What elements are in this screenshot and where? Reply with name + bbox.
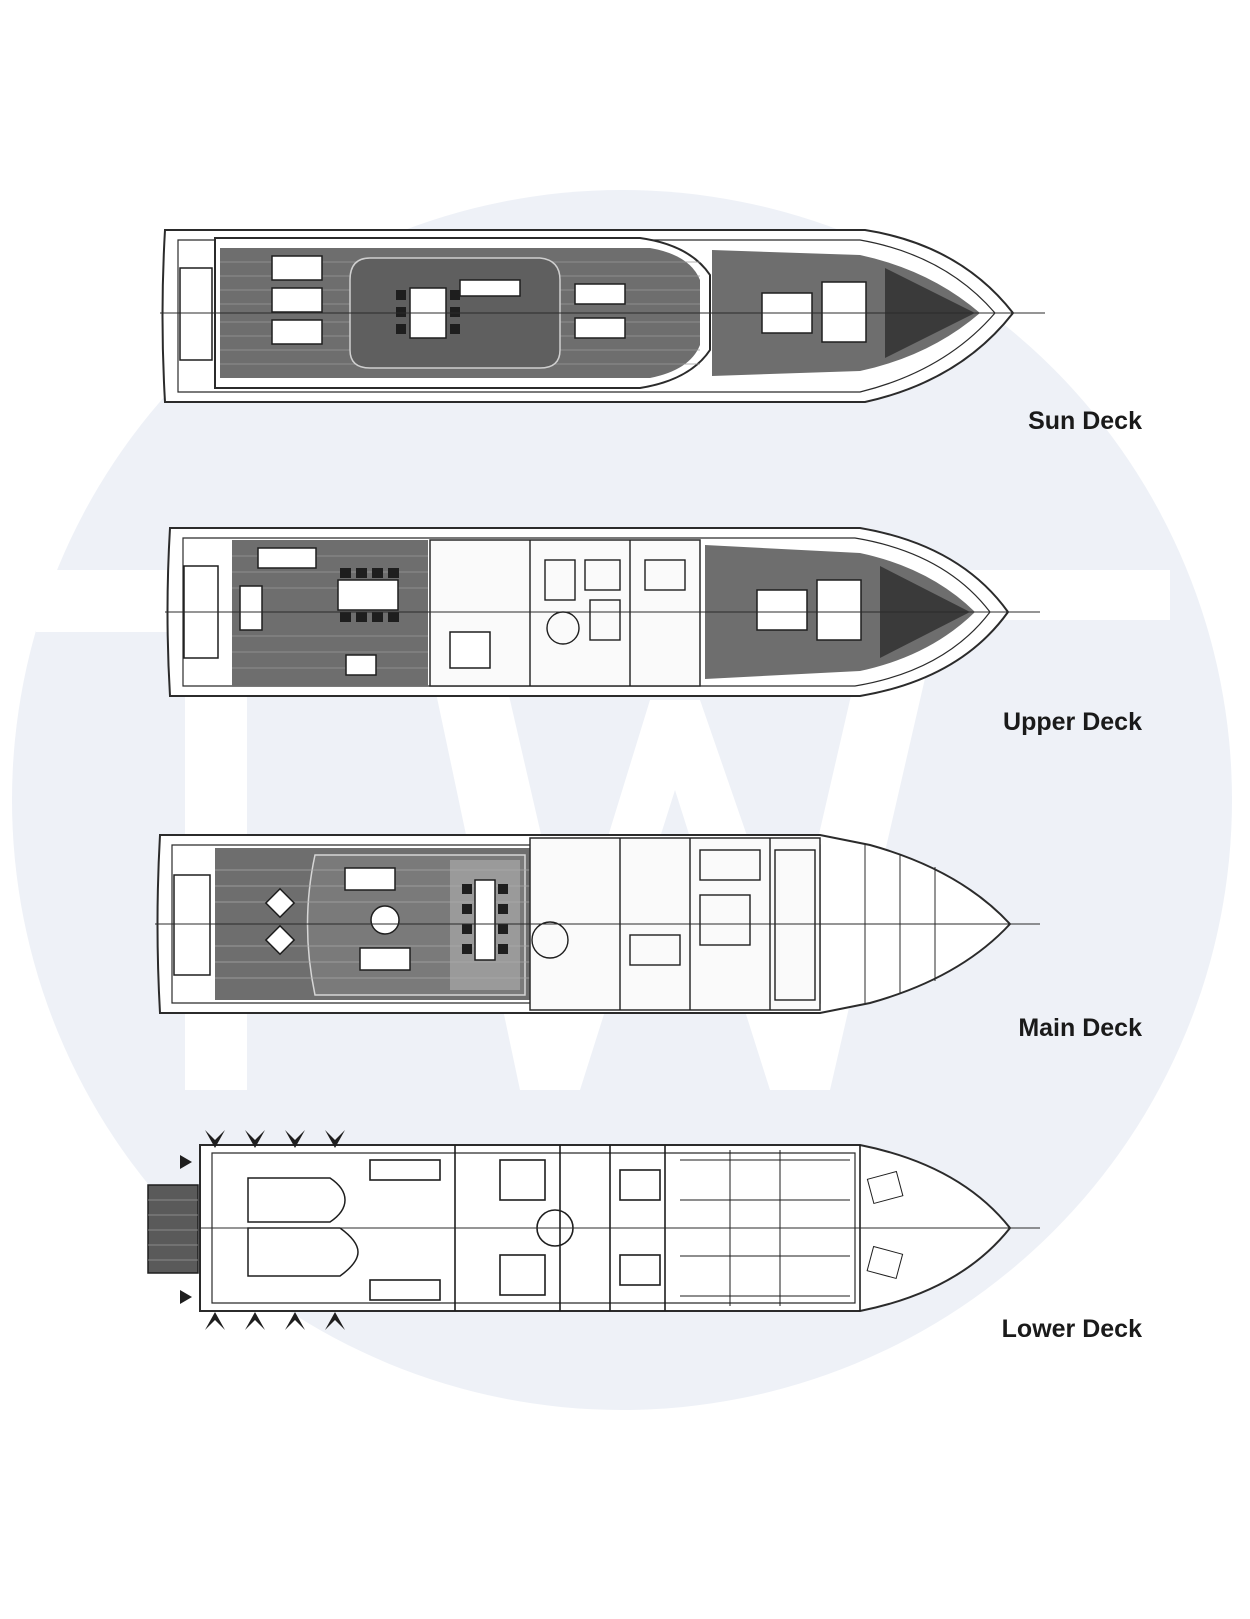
main-deck-label: Main Deck (1018, 1014, 1142, 1042)
main-deck-sofa (359, 947, 411, 971)
upper-deck-dining-table (337, 579, 399, 611)
sun-deck-bar (459, 279, 521, 297)
lower-deck-platform-stripes (148, 1199, 198, 1261)
upper-deck-lounge-sofa (449, 631, 491, 669)
main-deck-chairs (462, 884, 508, 954)
lower-deck-tender (247, 1227, 359, 1277)
main-deck-aft-lounger (264, 924, 296, 956)
sun-deck-console (821, 281, 867, 343)
upper-deck-fwd-lounger (756, 589, 808, 631)
sun-deck-sunbed (271, 319, 323, 345)
lower-deck-tender-bay (247, 1177, 359, 1277)
sun-deck-daybed (574, 283, 626, 305)
lower-deck-hull-inner (211, 1152, 856, 1304)
lower-deck-tender (247, 1177, 346, 1223)
main-deck-sofa (344, 867, 396, 891)
sun-deck-sunbed (271, 287, 323, 313)
main-deck-furniture (173, 867, 496, 976)
main-deck-stern-bench (173, 874, 211, 976)
upper-deck-label: Upper Deck (1003, 708, 1142, 736)
sun-deck-stern-bench (179, 267, 213, 361)
main-deck-dining-table (474, 879, 496, 961)
main-deck-salon-table (370, 905, 400, 935)
upper-deck-sofa (257, 547, 317, 569)
lower-deck-fenders (180, 1130, 345, 1330)
sun-deck-chairs (396, 290, 460, 334)
upper-deck-sofa (239, 585, 263, 631)
sun-deck-daybed (574, 317, 626, 339)
lower-deck-crew-bunks (680, 1150, 904, 1306)
sun-deck-label: Sun Deck (1028, 407, 1142, 435)
upper-deck-console (816, 579, 862, 641)
main-deck-aft-lounger (264, 887, 296, 919)
lower-deck-label: Lower Deck (1001, 1315, 1142, 1343)
upper-deck-bar (345, 654, 377, 676)
sun-deck-sunbed (271, 255, 323, 281)
upper-deck-chairs (340, 568, 399, 622)
